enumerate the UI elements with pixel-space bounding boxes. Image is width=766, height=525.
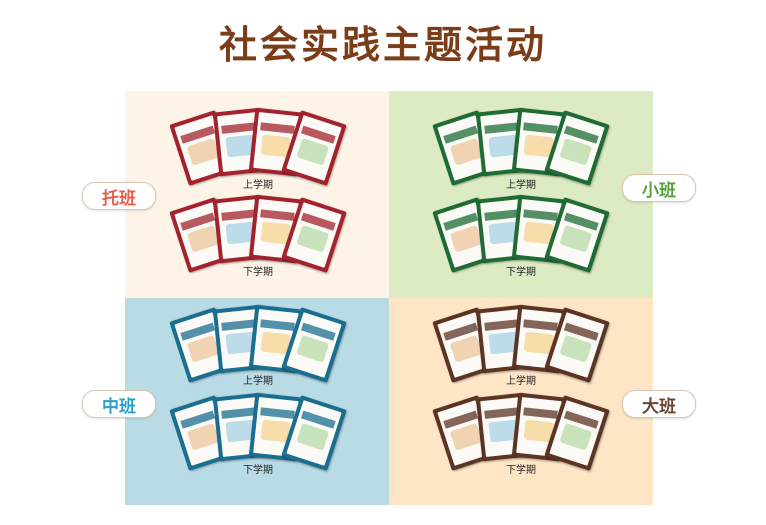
class-label-daban: 大班: [622, 390, 696, 418]
term-label-lower: 下学期: [243, 465, 273, 476]
class-label-xiaoban: 小班: [622, 174, 696, 202]
term-label-lower: 下学期: [243, 267, 273, 278]
term-label-upper: 上学期: [506, 376, 536, 387]
term-label-lower: 下学期: [506, 465, 536, 476]
class-label-tuoban: 托班: [82, 182, 156, 210]
term-label-upper: 上学期: [506, 180, 536, 191]
class-label-zhongban: 中班: [82, 390, 156, 418]
page-title: 社会实践主题活动: [218, 22, 547, 67]
term-label-upper: 上学期: [243, 180, 273, 191]
term-label-upper: 上学期: [243, 376, 273, 387]
term-label-lower: 下学期: [506, 267, 536, 278]
